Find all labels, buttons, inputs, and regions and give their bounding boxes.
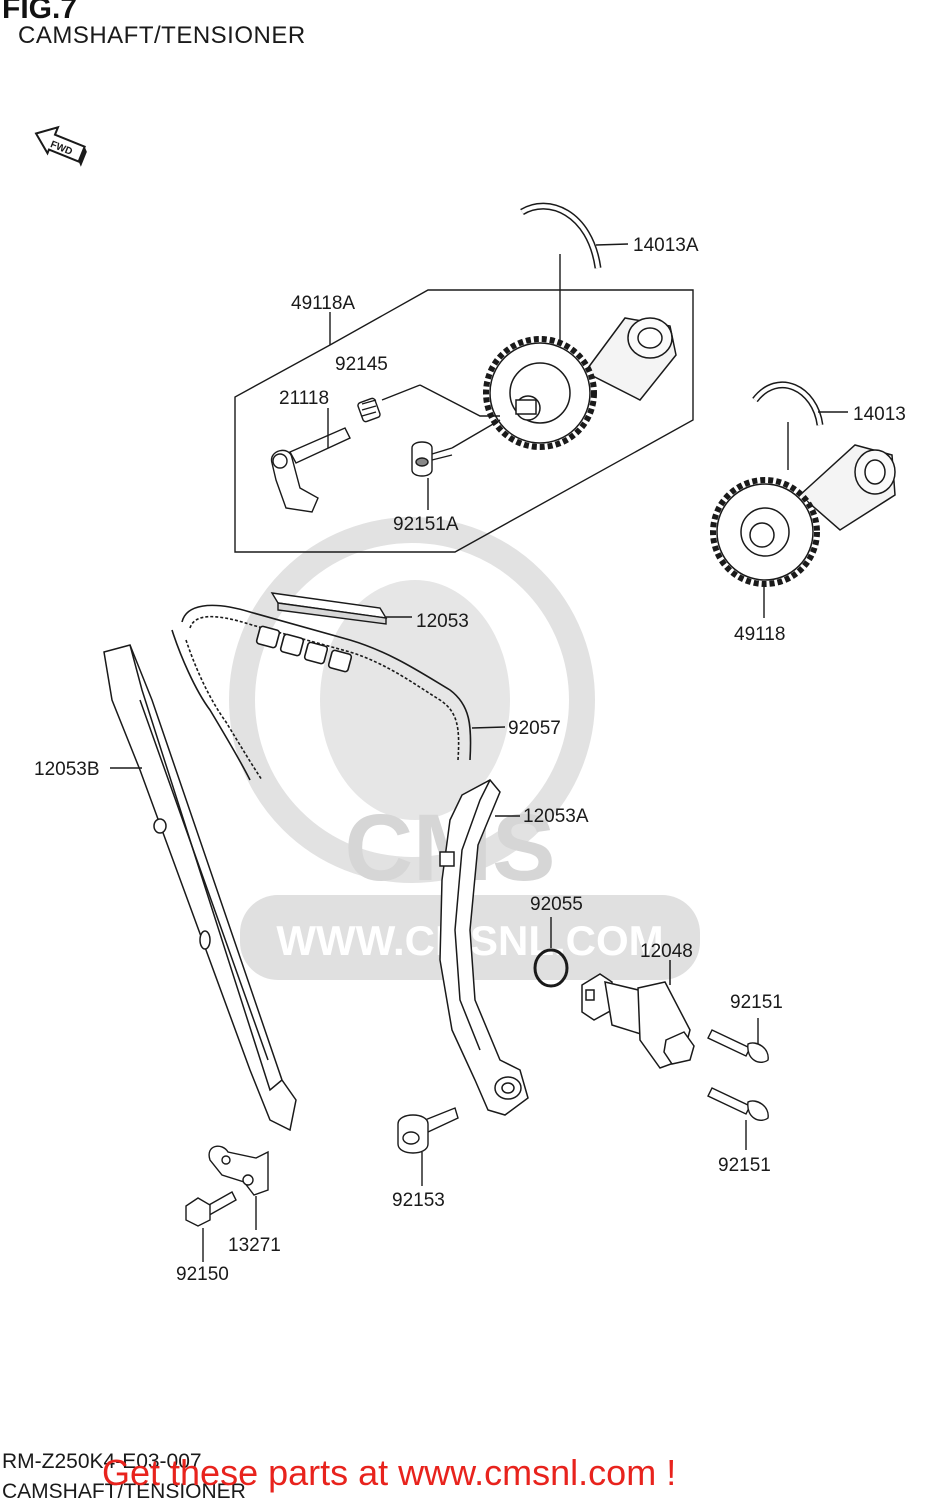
- part-labels: 14013A 49118A 92145 21118 92151A 14013 4…: [34, 235, 906, 1285]
- label-12048[interactable]: 12048: [640, 941, 693, 962]
- label-92151-upper[interactable]: 92151: [730, 992, 783, 1013]
- circlip-14013: [752, 381, 848, 470]
- tensioner-guide-12053a: [439, 779, 529, 1116]
- leader-lines: [327, 408, 429, 510]
- bolts-92151: [707, 1018, 769, 1150]
- label-92151a[interactable]: 92151A: [393, 514, 459, 535]
- bolt-92153: [397, 1107, 459, 1186]
- label-13271[interactable]: 13271: [228, 1235, 281, 1256]
- drawing-code: RM-Z250K4-E03-007: [2, 1450, 202, 1473]
- figure-number: FIG.7: [2, 0, 78, 25]
- label-92145[interactable]: 92145: [335, 354, 388, 375]
- label-92150[interactable]: 92150: [176, 1264, 229, 1285]
- label-21118[interactable]: 21118: [279, 388, 329, 409]
- tensioner-12048: [581, 960, 695, 1069]
- label-92153[interactable]: 92153: [392, 1190, 445, 1211]
- camshaft-49118a: [483, 317, 677, 450]
- o-ring-92055: [533, 917, 569, 988]
- label-14013a[interactable]: 14013A: [633, 235, 699, 256]
- decompressor-parts: [270, 384, 501, 513]
- promo-link[interactable]: Get these parts at www.cmsnl.com !: [102, 1452, 677, 1493]
- label-12053b[interactable]: 12053B: [34, 759, 100, 780]
- label-49118a[interactable]: 49118A: [291, 293, 355, 314]
- label-12053a[interactable]: 12053A: [523, 806, 589, 827]
- camshaft-49118: [710, 444, 896, 618]
- chain-guide-12053: [270, 592, 412, 625]
- cam-chain-92057: [171, 604, 506, 781]
- assembly-bracket: [234, 289, 694, 553]
- fwd-arrow-icon: FWD: [34, 125, 87, 167]
- label-49118[interactable]: 49118: [734, 624, 785, 645]
- figure-title: CAMSHAFT/TENSIONER: [18, 22, 306, 49]
- label-92057[interactable]: 92057: [508, 718, 561, 739]
- label-14013[interactable]: 14013: [853, 404, 906, 425]
- label-12053[interactable]: 12053: [416, 611, 469, 632]
- stopper-13271: [185, 1145, 269, 1262]
- label-92151-lower[interactable]: 92151: [718, 1155, 771, 1176]
- circlip-14013a: [520, 202, 629, 356]
- label-92055[interactable]: 92055: [530, 894, 583, 915]
- chain-guide-12053b: [103, 644, 297, 1132]
- footer-subtitle: CAMSHAFT/TENSIONER: [2, 1480, 246, 1503]
